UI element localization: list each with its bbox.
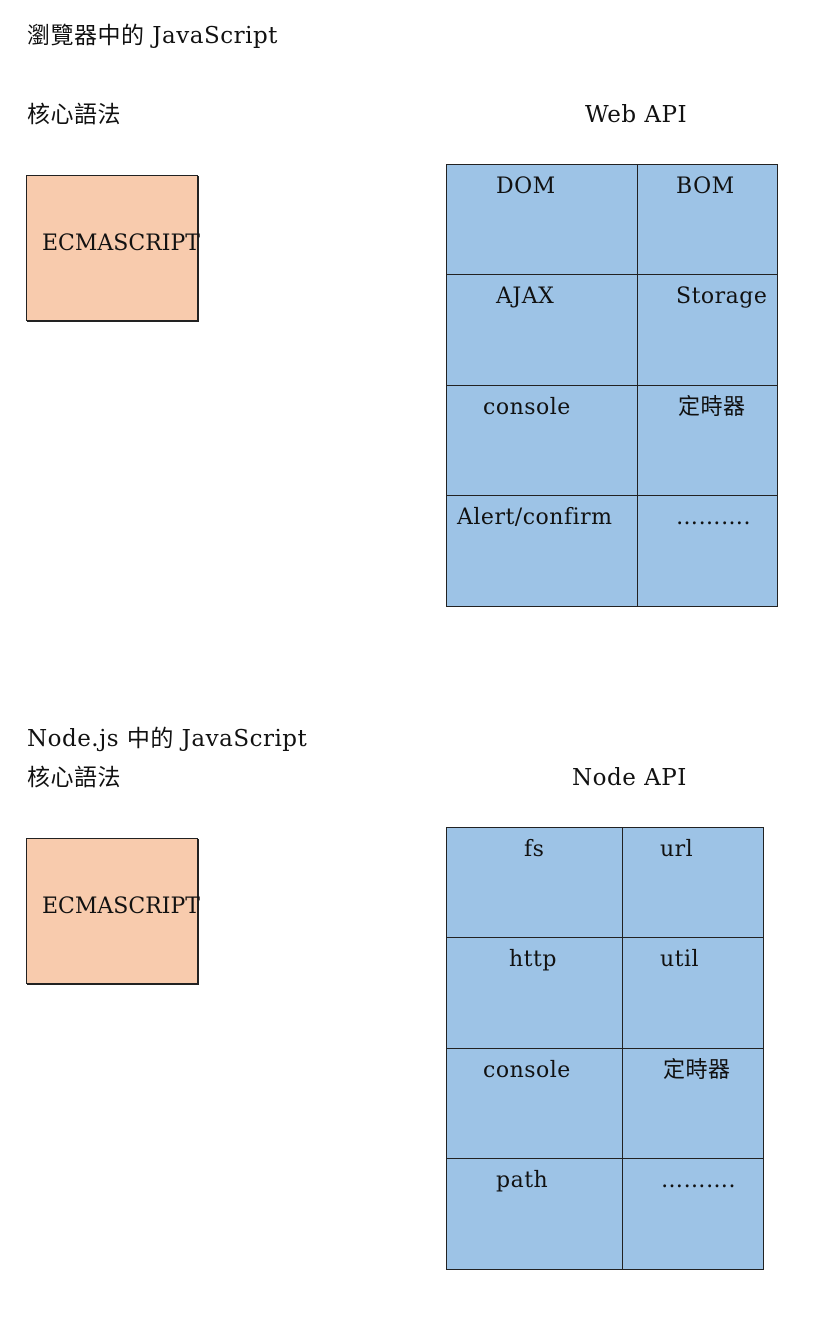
web-api-cell-label: console bbox=[483, 395, 571, 420]
node-api-cell-label: ………. bbox=[661, 1168, 736, 1193]
web-api-cell-console: console bbox=[447, 386, 638, 496]
web-api-cell-label: BOM bbox=[676, 174, 735, 199]
node-api-cell-label: http bbox=[509, 947, 557, 972]
node-section-title: Node.js 中的 JavaScript bbox=[27, 726, 308, 752]
node-api-cell-label: fs bbox=[524, 837, 545, 862]
node-api-cell-url: url bbox=[623, 828, 763, 938]
node-api-cell-fs: fs bbox=[447, 828, 623, 938]
node-api-cell-label: 定時器 bbox=[663, 1058, 731, 1083]
node-api-cell-label: console bbox=[483, 1058, 571, 1083]
browser-api-label: Web API bbox=[585, 102, 688, 128]
web-api-cell-label: Alert/confirm bbox=[457, 505, 613, 530]
node-core-box-label: ECMASCRIPT bbox=[42, 894, 200, 919]
browser-section-title: 瀏覽器中的 JavaScript bbox=[27, 23, 278, 49]
node-api-cell-console: console bbox=[447, 1049, 623, 1159]
node-api-cell-timer: 定時器 bbox=[623, 1049, 763, 1159]
web-api-cell-ellipsis: ………. bbox=[638, 496, 777, 606]
web-api-cell-bom: BOM bbox=[638, 165, 777, 275]
node-api-cell-label: util bbox=[660, 947, 700, 972]
web-api-cell-label: DOM bbox=[496, 174, 556, 199]
node-api-cell-http: http bbox=[447, 938, 623, 1049]
browser-core-label: 核心語法 bbox=[27, 102, 121, 128]
node-api-cell-ellipsis: ………. bbox=[623, 1159, 763, 1269]
web-api-grid: DOM BOM AJAX Storage console 定時器 Alert/c… bbox=[446, 164, 778, 607]
web-api-cell-label: 定時器 bbox=[678, 395, 746, 420]
web-api-cell-storage: Storage bbox=[638, 275, 777, 386]
web-api-cell-label: AJAX bbox=[496, 284, 555, 309]
browser-core-box-label: ECMASCRIPT bbox=[42, 231, 200, 256]
browser-core-box: ECMASCRIPT bbox=[26, 175, 200, 321]
node-core-box: ECMASCRIPT bbox=[26, 838, 200, 984]
web-api-cell-label: Storage bbox=[676, 284, 768, 309]
web-api-cell-ajax: AJAX bbox=[447, 275, 638, 386]
web-api-cell-timer: 定時器 bbox=[638, 386, 777, 496]
node-api-cell-label: url bbox=[660, 837, 694, 862]
web-api-cell-alert-confirm: Alert/confirm bbox=[447, 496, 638, 606]
node-core-label: 核心語法 bbox=[27, 765, 121, 791]
node-api-grid: fs url http util console 定時器 path ………. bbox=[446, 827, 764, 1270]
web-api-cell-label: ………. bbox=[676, 505, 751, 530]
node-api-label: Node API bbox=[572, 765, 687, 791]
node-api-cell-path: path bbox=[447, 1159, 623, 1269]
node-api-cell-label: path bbox=[496, 1168, 549, 1193]
web-api-cell-dom: DOM bbox=[447, 165, 638, 275]
node-api-cell-util: util bbox=[623, 938, 763, 1049]
